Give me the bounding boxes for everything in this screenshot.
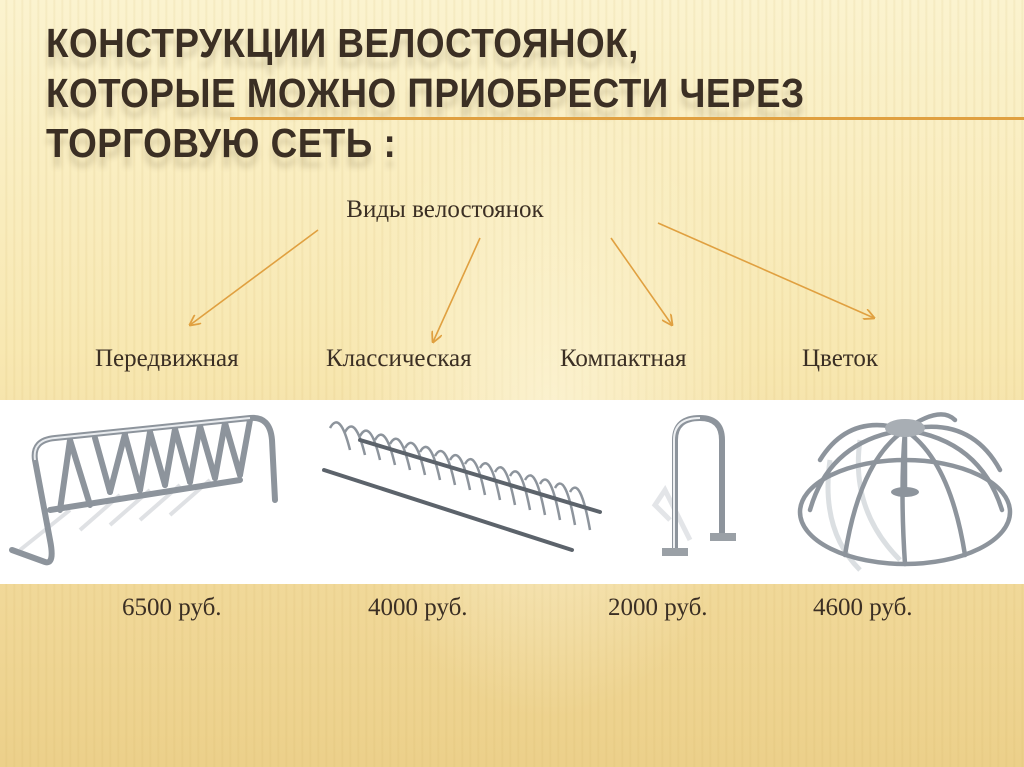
type-label-flower: Цветок [802,345,879,372]
diagram-root-label: Виды велостоянок [346,196,544,223]
slide-title: КОНСТРУКЦИИ ВЕЛОСТОЯНОК, КОТОРЫЕ МОЖНО П… [46,18,805,168]
title-line-3: ТОРГОВУЮ СЕТЬ : [46,120,397,166]
type-label-compact: Компактная [560,345,687,372]
flower-bike-rack-image [797,412,1013,572]
arrow-to-compact [610,237,672,325]
title-line-1: КОНСТРУКЦИИ ВЕЛОСТОЯНОК, [46,20,639,66]
price-flower: 4600 руб. [813,594,913,621]
mobile-bike-rack-image [9,414,278,566]
arrow-to-flower [657,222,874,318]
arrow-to-mobile [190,229,319,325]
title-line-2: КОТОРЫЕ МОЖНО ПРИОБРЕСТИ ЧЕРЕЗ [46,70,805,116]
arrow-to-classic [433,237,481,342]
price-mobile: 6500 руб. [122,594,222,621]
compact-bike-rack-image [651,414,736,556]
title-underline [230,117,1024,120]
price-classic: 4000 руб. [368,594,468,621]
type-label-mobile: Передвижная [95,345,239,372]
type-label-classic: Классическая [326,345,472,372]
price-compact: 2000 руб. [608,594,708,621]
classic-bike-rack-image [322,421,602,552]
